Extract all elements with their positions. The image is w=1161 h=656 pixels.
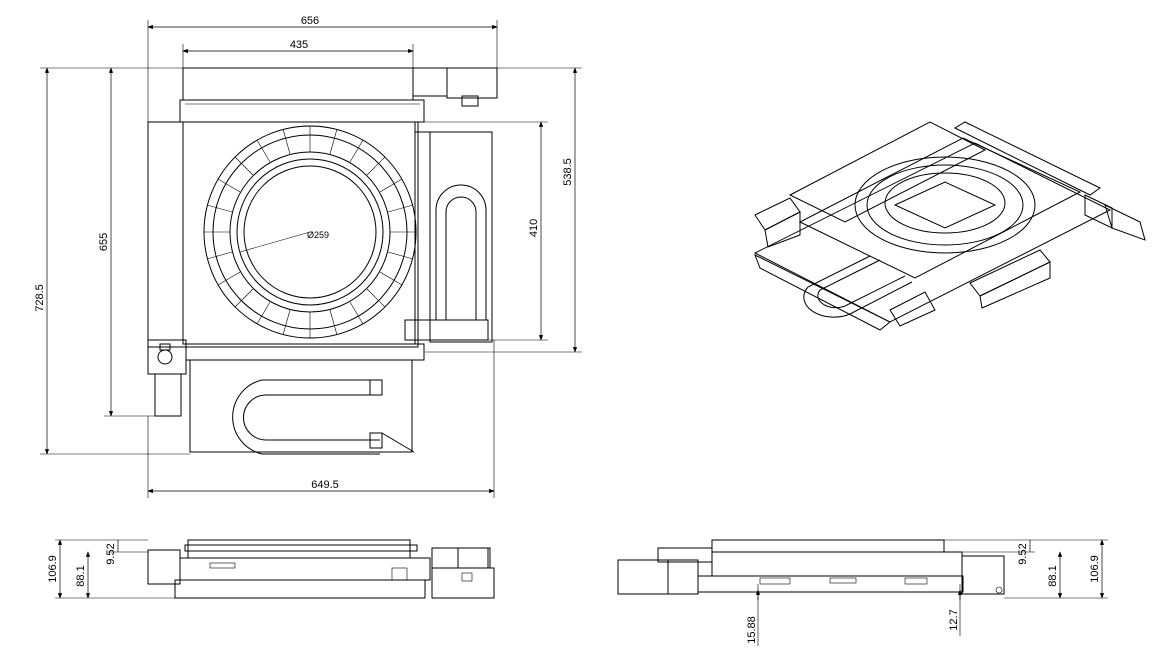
top-view-dimensions: 656 435 728.5 655 538.5 410 649.5 xyxy=(34,15,582,498)
ring-segments xyxy=(204,126,416,338)
dim-655: 655 xyxy=(98,233,110,251)
dim-649-5: 649.5 xyxy=(311,479,339,491)
side-view-left-dimensions: 106.9 88.1 9.52 xyxy=(47,539,175,599)
dim-left-9-52: 9.52 xyxy=(105,543,117,564)
dim-right-106-9: 106.9 xyxy=(1089,555,1101,583)
dim-right-12-7: 12.7 xyxy=(948,609,960,630)
dim-left-88-1: 88.1 xyxy=(75,565,87,586)
dim-538-5: 538.5 xyxy=(562,158,574,186)
top-view: Ø259 xyxy=(147,67,498,455)
dim-right-9-52: 9.52 xyxy=(1017,543,1029,564)
dim-410: 410 xyxy=(528,219,540,237)
dim-right-88-1: 88.1 xyxy=(1047,565,1059,586)
dim-728-5: 728.5 xyxy=(34,284,46,312)
dim-435: 435 xyxy=(290,39,308,51)
side-view-left xyxy=(147,539,495,599)
bore-diameter-label: Ø259 xyxy=(307,230,329,240)
dim-656: 656 xyxy=(301,15,319,27)
dim-right-15-88: 15.88 xyxy=(746,616,758,644)
side-view-right-dimensions: 9.52 88.1 106.9 15.88 12.7 xyxy=(746,539,1108,646)
dim-left-106-9: 106.9 xyxy=(47,555,59,583)
side-view-right xyxy=(617,539,1005,595)
isometric-view xyxy=(753,121,1146,331)
